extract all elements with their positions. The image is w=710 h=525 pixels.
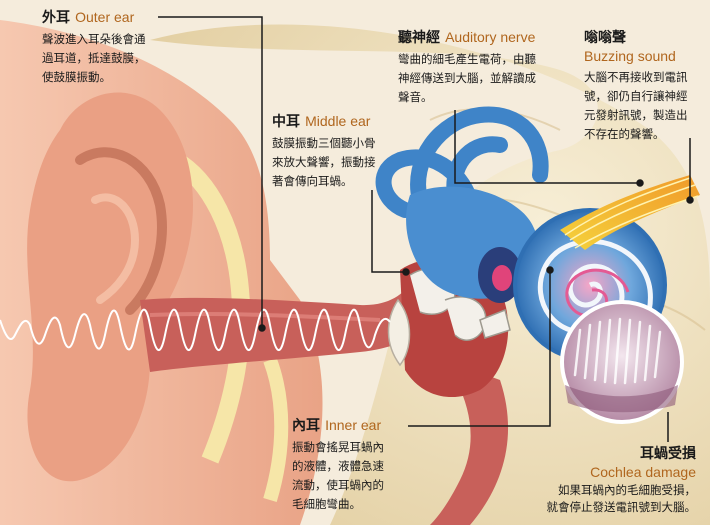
sound-wave (0, 308, 391, 351)
leader-auditory-nerve (454, 110, 640, 184)
middle-ear-zh: 中耳 (272, 114, 300, 130)
auditory-nerve-zh: 聽神經 (398, 30, 440, 46)
skin-fat-layer (170, 152, 251, 464)
label-middle-ear: 中耳 Middle ear 鼓膜振動三個聽小骨 來放大聲響，振動接 著會傳向耳蝸… (272, 112, 376, 191)
skin-fat-layer-2 (263, 357, 289, 503)
buzzing-sound-en: Buzzing sound (584, 48, 676, 64)
inner-ear-line: 的液體，液體急速 (292, 459, 384, 473)
auditory-nerve-bundle (560, 175, 700, 250)
hair-cell-stereocilia (573, 317, 662, 385)
hair-cell-zoom (560, 300, 684, 424)
buzzing-sound-line: 元發射訊號，製造出 (584, 108, 688, 122)
auditory-nerve-line: 彎曲的細毛產生電荷，由聽 (398, 52, 536, 66)
middle-ear-en: Middle ear (305, 113, 371, 129)
buzzing-sound-line: 號，卻仍自行讓神經 (584, 89, 688, 103)
middle-ear-line: 來放大聲響，振動接 (272, 155, 376, 169)
inner-ear-en: Inner ear (325, 417, 382, 433)
ear-canal (140, 290, 410, 372)
inner-ear-line: 振動會搖晃耳蝸內 (292, 440, 384, 454)
buzzing-sound-zh: 嗡嗡聲 (584, 30, 626, 46)
oval-window-inner (492, 265, 512, 291)
cochlea-damage-zh: 耳蝸受損 (640, 446, 696, 462)
leader-lines (158, 16, 694, 442)
inner-ear-line: 毛細胞彎曲。 (292, 497, 361, 511)
label-inner-ear: 內耳 Inner ear 振動會搖晃耳蝸內 的液體，液體急速 流動，使耳蝸內的 … (292, 416, 384, 514)
outer-ear-en: Outer ear (75, 9, 135, 25)
outer-ear-zh: 外耳 (42, 10, 70, 26)
label-cochlea-damage: 耳蝸受損 Cochlea damage 如果耳蝸內的毛細胞受損， 就會停止發送電… (547, 444, 697, 516)
label-buzzing-sound: 嗡嗡聲 Buzzing sound 大腦不再接收到電訊 號，卻仍自行讓神經 元發… (584, 28, 688, 144)
cochlea-damage-en: Cochlea damage (590, 464, 696, 480)
label-auditory-nerve: 聽神經 Auditory nerve 彎曲的細毛產生電荷，由聽 神經傳送到大腦，… (398, 28, 536, 107)
middle-ear-line: 著會傳向耳蝸。 (272, 174, 353, 188)
leader-middle-ear (371, 190, 406, 273)
auricle-fold (75, 147, 167, 315)
outer-ear-line: 過耳道，抵達鼓膜， (42, 51, 146, 65)
eustachian-tube (430, 360, 509, 525)
buzzing-sound-line: 不存在的聲響。 (584, 127, 665, 141)
semicircular-canals (375, 106, 549, 218)
inner-ear-line: 流動，使耳蝸內的 (292, 478, 384, 492)
auditory-nerve-line: 聲音。 (398, 90, 433, 104)
outer-ear-line: 聲波進入耳朵後會通 (42, 32, 146, 46)
auditory-nerve-en: Auditory nerve (445, 29, 536, 45)
inner-ear-zh: 內耳 (292, 418, 320, 434)
buzzing-sound-line: 大腦不再接收到電訊 (584, 70, 688, 84)
auditory-nerve-line: 神經傳送到大腦，並解讀成 (398, 71, 536, 85)
label-outer-ear: 外耳 Outer ear 聲波進入耳朵後會通 過耳道，抵達鼓膜， 使鼓膜振動。 (42, 8, 146, 87)
cochlea-damage-line: 如果耳蝸內的毛細胞受損， (558, 483, 696, 497)
auditory-nerve-fibers (564, 177, 699, 249)
leader-outer-ear (158, 16, 263, 328)
middle-ear-line: 鼓膜振動三個聽小骨 (272, 136, 376, 150)
ossicle-stapes (479, 308, 511, 339)
outer-ear-line: 使鼓膜振動。 (42, 70, 111, 84)
auricle-inner (91, 193, 140, 304)
cochlea-damage-line: 就會停止發送電訊號到大腦。 (546, 500, 697, 514)
zoom-base (565, 385, 678, 413)
eardrum (387, 298, 411, 367)
leader-inner-ear (408, 270, 551, 427)
